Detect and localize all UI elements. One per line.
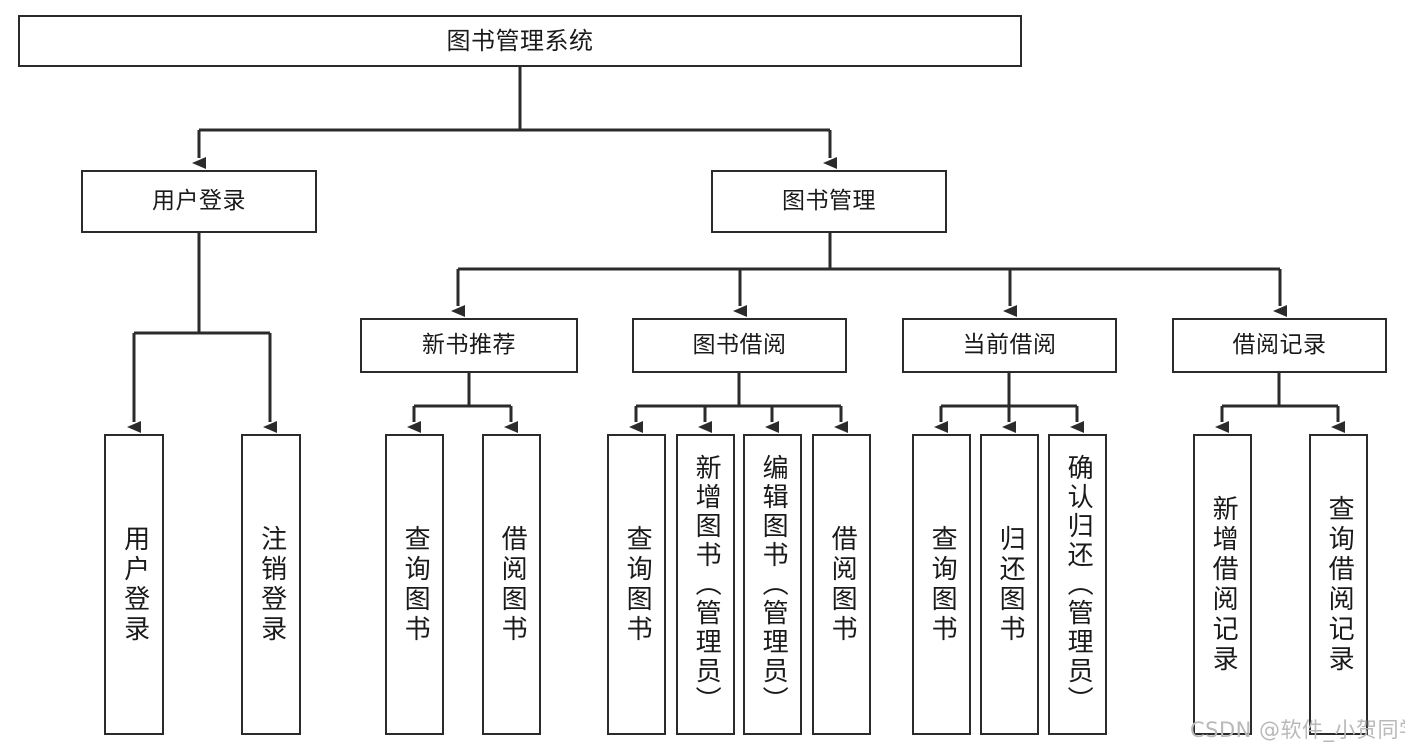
node-leaf-borrow-query-label: 查询图书 — [622, 524, 653, 645]
node-leaf-rec-query[interactable]: 查询图书 — [385, 434, 444, 735]
node-leaf-borrow-edit-label: 编辑图书（管理员） — [758, 454, 789, 715]
node-leaf-record-search-label: 查询借阅记录 — [1324, 494, 1355, 675]
node-leaf-user-login[interactable]: 用户登录 — [104, 434, 164, 735]
node-leaf-borrow-lend[interactable]: 借阅图书 — [812, 434, 871, 735]
node-current-borrow-label: 当前借阅 — [962, 331, 1057, 358]
node-leaf-rec-borrow-label: 借阅图书 — [497, 524, 528, 645]
node-leaf-cur-query-label: 查询图书 — [927, 524, 958, 645]
node-borrow-record-label: 借阅记录 — [1232, 331, 1327, 358]
node-leaf-record-add-label: 新增借阅记录 — [1208, 494, 1239, 675]
node-leaf-cur-confirm[interactable]: 确认归还（管理员） — [1048, 434, 1107, 735]
node-book-borrow[interactable]: 图书借阅 — [632, 318, 847, 373]
node-book-manage[interactable]: 图书管理 — [711, 170, 947, 233]
node-leaf-borrow-add[interactable]: 新增图书（管理员） — [676, 434, 735, 735]
node-root-system-label: 图书管理系统 — [446, 26, 594, 55]
node-leaf-cur-query[interactable]: 查询图书 — [912, 434, 971, 735]
node-current-borrow[interactable]: 当前借阅 — [902, 318, 1117, 373]
node-leaf-rec-borrow[interactable]: 借阅图书 — [482, 434, 541, 735]
node-leaf-record-add[interactable]: 新增借阅记录 — [1193, 434, 1252, 735]
node-leaf-user-logout[interactable]: 注销登录 — [241, 434, 301, 735]
node-leaf-borrow-edit[interactable]: 编辑图书（管理员） — [743, 434, 802, 735]
node-new-book-rec-label: 新书推荐 — [422, 331, 516, 358]
node-book-manage-label: 图书管理 — [782, 187, 876, 214]
node-user-login[interactable]: 用户登录 — [81, 170, 317, 233]
csdn-watermark: CSDN @软件_小贺同学 — [1190, 718, 1405, 742]
node-leaf-borrow-lend-label: 借阅图书 — [827, 524, 858, 645]
node-leaf-borrow-query[interactable]: 查询图书 — [607, 434, 666, 735]
node-leaf-rec-query-label: 查询图书 — [400, 524, 431, 645]
node-leaf-user-login-label: 用户登录 — [119, 524, 150, 645]
node-leaf-user-logout-label: 注销登录 — [256, 524, 287, 645]
node-book-borrow-label: 图书借阅 — [692, 331, 787, 358]
node-user-login-label: 用户登录 — [152, 187, 246, 214]
node-leaf-cur-return[interactable]: 归还图书 — [980, 434, 1039, 735]
node-borrow-record[interactable]: 借阅记录 — [1172, 318, 1387, 373]
node-leaf-cur-confirm-label: 确认归还（管理员） — [1063, 454, 1094, 715]
node-root-system[interactable]: 图书管理系统 — [18, 15, 1022, 67]
node-leaf-cur-return-label: 归还图书 — [995, 524, 1026, 645]
node-leaf-record-search[interactable]: 查询借阅记录 — [1309, 434, 1368, 735]
node-new-book-rec[interactable]: 新书推荐 — [360, 318, 578, 373]
node-leaf-borrow-add-label: 新增图书（管理员） — [691, 454, 722, 715]
